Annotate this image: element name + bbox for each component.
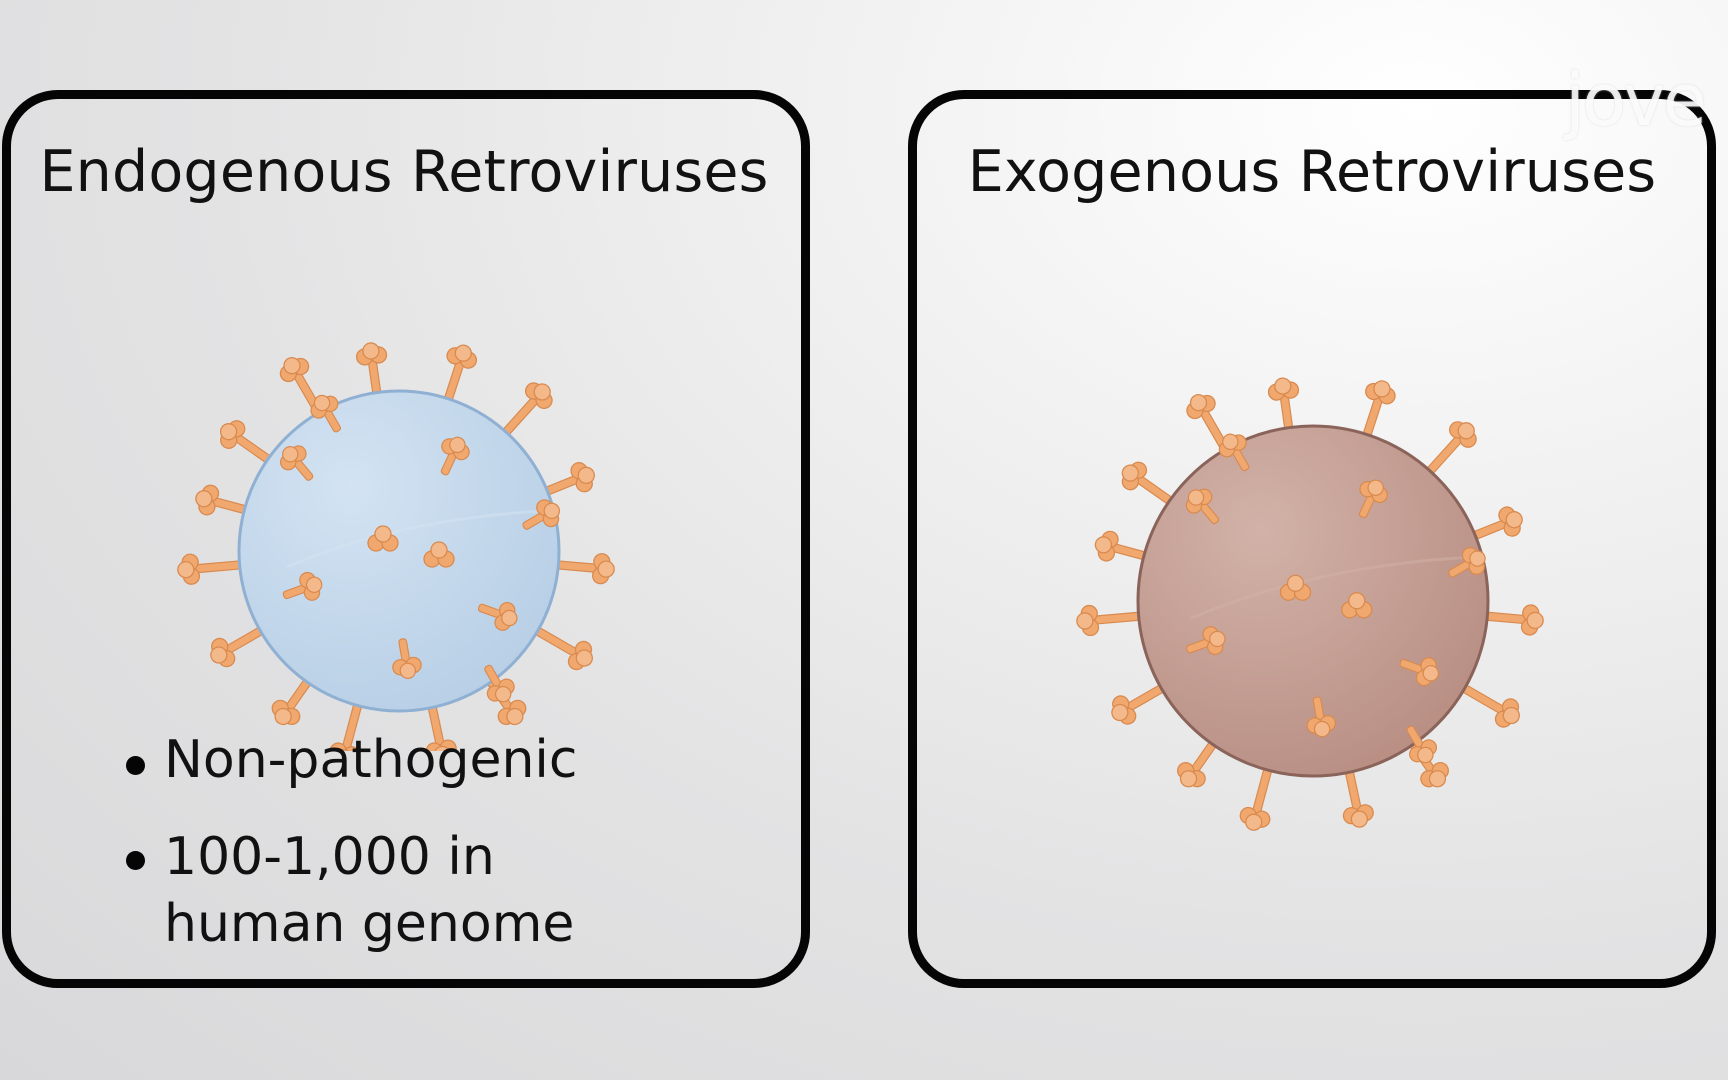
spike-protein	[1121, 461, 1177, 507]
spike-protein	[279, 445, 314, 481]
spike-protein	[1448, 546, 1486, 578]
brown-virus-icon	[1076, 377, 1544, 831]
bullet-dot	[126, 851, 145, 871]
spike-protein	[1177, 737, 1219, 788]
exogenous-panel: Exogenous Retroviruses	[908, 90, 1716, 988]
spike-protein	[195, 484, 252, 516]
spike-protein	[329, 698, 363, 751]
spike-protein	[1111, 682, 1169, 725]
spike-cluster	[423, 541, 455, 568]
spike-protein	[356, 342, 388, 400]
bullet-item: 100-1,000 in human genome	[116, 824, 724, 958]
spike-protein	[1076, 604, 1146, 637]
spike-protein	[210, 625, 268, 668]
spike-protein	[442, 344, 478, 406]
spike-protein	[477, 601, 518, 631]
spike-protein	[425, 700, 457, 751]
exogenous-title: Exogenous Retroviruses	[967, 139, 1657, 205]
bullet-text: Non-pathogenic	[164, 730, 578, 790]
virus-envelope	[237, 389, 561, 713]
spike-protein	[1267, 377, 1300, 435]
spike-protein	[1468, 506, 1523, 542]
bullet-item: Non-pathogenic	[116, 729, 724, 791]
spike-protein	[1218, 433, 1250, 472]
spike-protein	[440, 436, 470, 476]
spike-protein	[177, 553, 247, 585]
endogenous-panel: Endogenous Retroviruses Non-pathogenic 1…	[2, 90, 810, 988]
spike-protein	[530, 625, 593, 671]
spike-protein	[1457, 682, 1520, 728]
spike-protein	[1185, 488, 1220, 525]
spike-protein	[1399, 657, 1440, 687]
spike-protein	[1406, 725, 1438, 764]
spike-protein	[282, 571, 323, 601]
spike-protein	[484, 664, 515, 703]
bullet-dot	[126, 756, 145, 775]
spike-protein	[1480, 604, 1544, 636]
spike-protein	[499, 382, 553, 439]
spike-protein	[1342, 765, 1374, 828]
virus-envelope	[1136, 424, 1490, 778]
spike-protein	[271, 675, 314, 726]
spike-protein	[310, 394, 342, 433]
spike-protein	[1358, 479, 1388, 519]
spike-cluster	[1279, 574, 1312, 601]
bullet-text: 100-1,000 in human genome	[164, 827, 575, 955]
spike-protein	[551, 553, 615, 585]
spike-protein	[392, 638, 422, 680]
spike-protein	[1185, 626, 1226, 656]
jove-logo: jove	[1565, 58, 1707, 142]
spike-protein	[1306, 696, 1337, 738]
spike-protein	[1239, 763, 1274, 831]
spike-protein	[1094, 530, 1151, 562]
blue-virus-icon	[177, 342, 615, 751]
spike-cluster	[1341, 592, 1373, 619]
endogenous-title: Endogenous Retroviruses	[39, 139, 769, 205]
endogenous-bullet-list: Non-pathogenic 100-1,000 in human genome	[116, 729, 724, 992]
spike-protein	[1423, 421, 1477, 478]
spike-protein	[522, 499, 560, 530]
spike-cluster	[367, 525, 399, 552]
